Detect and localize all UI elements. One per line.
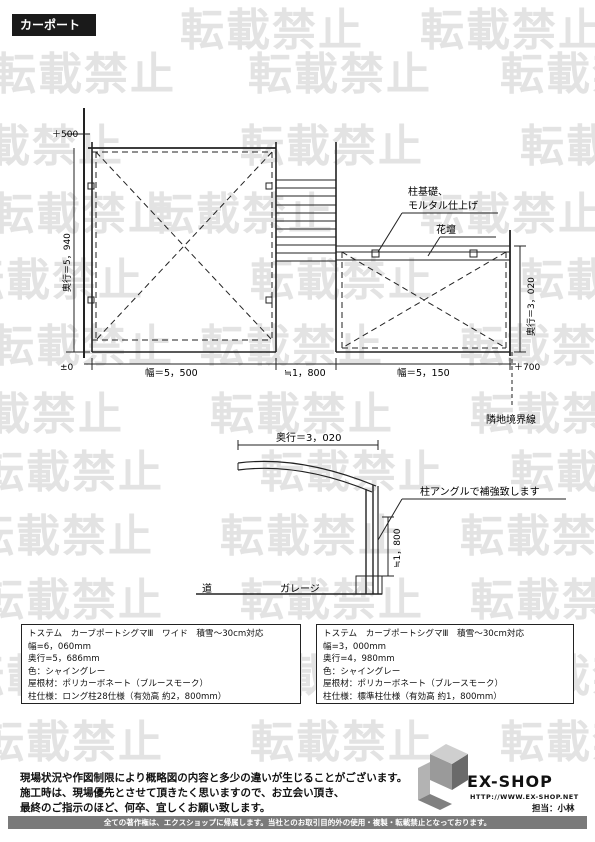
watermark-row: 転載禁止 (0, 717, 164, 768)
watermark-row: 転載禁止 (0, 49, 176, 100)
watermark-row: 転載禁止 (0, 447, 164, 498)
note-line: 現場状況や作図制限により概略図の内容と多少の違いが生じることがございます。 (20, 772, 408, 784)
gap-label: ≒1，800 (284, 368, 326, 379)
spec-line: トステム カーブポートシグマⅢ 積雪～30cm対応 (323, 629, 525, 639)
post-marker (265, 296, 273, 304)
spec-line: 幅=6，060mm (28, 641, 92, 652)
spec-box-right: トステム カーブポートシグマⅢ 積雪～30cm対応 幅=3，000mm 奥行=4… (316, 624, 574, 704)
watermark-row: 転載禁止 (260, 447, 444, 498)
watermark-row: 転載禁止 (248, 49, 432, 100)
watermark-row: 転載禁止 (0, 189, 174, 240)
watermark-row: 転載禁止 (470, 575, 595, 626)
post-marker (87, 296, 95, 304)
brand-logo (418, 744, 468, 810)
copyright-footer: 全ての著作権は、エクスショップに帰属します。当社とのお取引目的外の使用・複製・転… (8, 816, 587, 829)
spec-line: 奥行=4，980mm (323, 654, 395, 664)
watermark-row: 転載禁止 (0, 121, 124, 172)
watermark-row: 転載禁止 (520, 121, 595, 172)
depth-left-label: 奥行＝5，940 (61, 233, 73, 292)
note-line: 施工時は、現場優先とさせて頂きたく思いますので、お立会い頂き、 (20, 787, 345, 799)
width-right-label: 幅＝5，150 (397, 367, 450, 379)
garage-label: ガレージ (280, 583, 320, 595)
post-marker (265, 182, 273, 190)
watermark-row: 転載禁止 (420, 5, 595, 56)
roof-section (237, 467, 373, 493)
leader-line (427, 236, 441, 257)
post-marker (87, 182, 95, 190)
watermark-row: 転載禁止 (460, 511, 595, 562)
watermark-row: 転載禁止 (500, 717, 595, 768)
spec-line: 柱仕様：ロング柱28仕様（有効高 約2，800mm） (28, 691, 227, 702)
spec-box-left: トステム カーブポートシグマⅢ ワイド 積雪～30cm対応 幅=6，060mm … (21, 624, 301, 704)
post-marker (469, 249, 478, 258)
watermark-row: 転載禁止 (220, 511, 404, 562)
watermark-row: 転載禁止 (420, 189, 595, 240)
post-marker (371, 249, 380, 258)
spec-line: 柱仕様：標準柱仕様（有効高 約1，800mm） (323, 691, 502, 702)
watermark-row: 転載禁止 (500, 49, 595, 100)
note-line: 最終のご指示のほど、何卒、宜しくお願い致します。 (20, 802, 271, 814)
watermark-row: 転載禁止 (250, 255, 434, 306)
angle-note: 柱アングルで補強致します (420, 485, 540, 498)
staff-label: 担当：小林 (532, 804, 575, 814)
watermark-row: 転載禁止 (0, 389, 124, 440)
boundary-note: 隣地境界線 (486, 413, 536, 426)
spec-line: 屋根材：ポリカーボネート（ブルースモーク） (323, 679, 504, 689)
watermark-row: 転載禁止 (240, 121, 424, 172)
section-height-label: ≒1，800 (393, 528, 403, 568)
watermark-row: 転載禁止 (510, 447, 595, 498)
watermark-row: 転載禁止 (250, 717, 434, 768)
spec-line: 幅=3，000mm (323, 641, 387, 652)
flowerbed-note: 花壇 (436, 223, 456, 236)
leader-line (377, 212, 403, 253)
roof-section (237, 460, 377, 487)
spec-line: 色：シャイングレー (323, 666, 401, 677)
roof-outline-right (341, 251, 507, 349)
watermark-row: 転載禁止 (210, 389, 394, 440)
watermark-row: 転載禁止 (470, 389, 595, 440)
spec-line: 色：シャイングレー (28, 666, 106, 677)
width-left-label: 幅＝5，500 (145, 367, 198, 379)
section-tag: カーポート (12, 14, 96, 36)
dim-plus500: ＋500 (52, 129, 78, 140)
dim-pm0: ±0 (60, 363, 74, 373)
watermark-row: 転載禁止 (520, 255, 595, 306)
brand-name: EX-SHOP (467, 772, 553, 791)
road-label: 道 (202, 582, 212, 595)
watermark-row: 転載禁止 (0, 511, 154, 562)
stairs (276, 179, 336, 262)
watermark-row: 転載禁止 (0, 255, 144, 306)
dim-plus700: ＋700 (514, 362, 540, 373)
site-notes: 現場状況や作図制限により概略図の内容と多少の違いが生じることがございます。 施工… (20, 771, 407, 816)
spec-line: 奥行=5，686mm (28, 654, 100, 664)
leader-line (377, 498, 403, 541)
brand-url: HTTP://WWW.EX-SHOP.NET (470, 793, 579, 801)
spec-line: 屋根材：ポリカーボネート（ブルースモーク） (28, 679, 209, 689)
foundation-note-2: モルタル仕上げ (408, 199, 478, 212)
depth-right-label: 奥行＝3，020 (525, 277, 537, 336)
roof-outline-left (92, 151, 273, 341)
watermark-row: 転載禁止 (240, 575, 424, 626)
watermark-row: 転載禁止 (180, 5, 364, 56)
foundation-note-1: 柱基礎、 (408, 185, 448, 198)
watermark-row: 転載禁止 (150, 189, 334, 240)
section-depth-label: 奥行＝3，020 (276, 431, 341, 444)
watermark-row: 転載禁止 (0, 575, 164, 626)
spec-line: トステム カーブポートシグマⅢ ワイド 積雪～30cm対応 (28, 629, 264, 639)
